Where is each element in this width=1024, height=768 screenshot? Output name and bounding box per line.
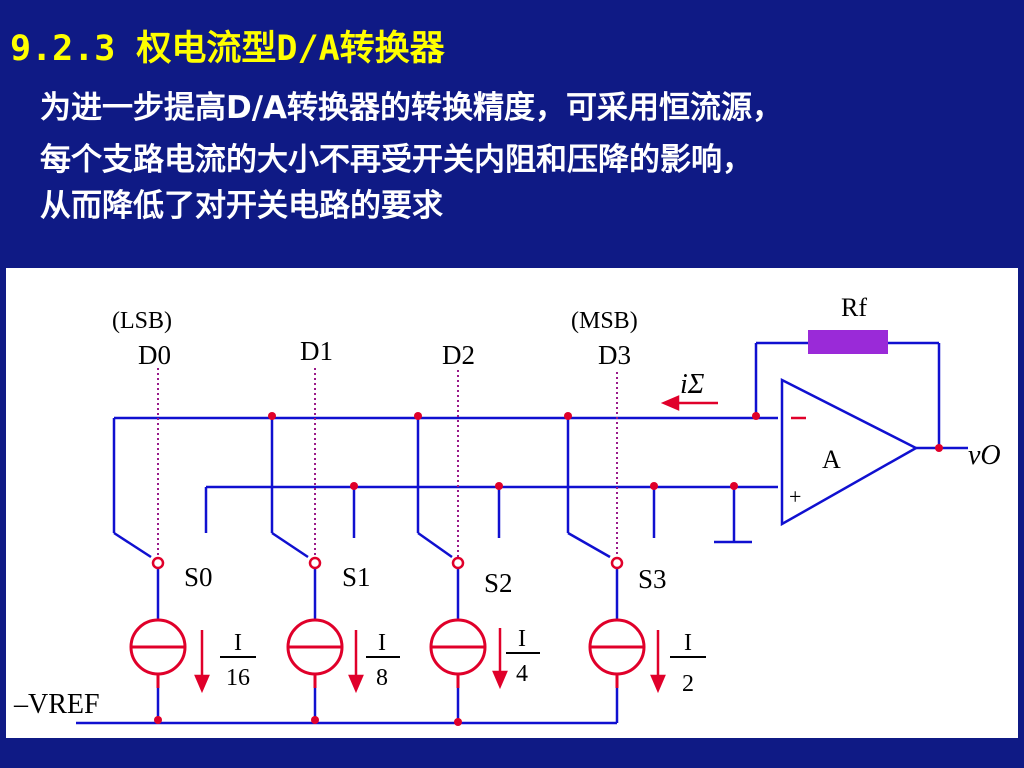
current-2-den: 4 <box>516 661 528 687</box>
vref-label: –VREF <box>13 689 100 720</box>
current-sources <box>129 618 646 688</box>
current-2-num: I <box>518 626 526 652</box>
body-line-1: 为进一步提高D/A转换器的转换精度，可采用恒流源， <box>40 90 784 126</box>
bit-label-d2: D2 <box>442 340 475 370</box>
circuit-diagram-panel: (LSB) (MSB) D0 D1 D2 D3 Rf iΣ A + vO S0 … <box>6 268 1018 738</box>
switch-label-s3: S3 <box>638 564 667 594</box>
rf-label: Rf <box>841 293 867 322</box>
current-arrows <box>194 395 806 694</box>
current-0-num: I <box>234 630 242 656</box>
i-sigma-label: iΣ <box>680 369 705 400</box>
body-line-3: 从而降低了对开关电路的要求 <box>40 188 443 224</box>
switch-label-s1: S1 <box>342 562 371 592</box>
body-line-2: 每个支路电流的大小不再受开关内阻和压降的影响， <box>40 142 753 178</box>
switch-contacts <box>151 556 624 570</box>
wires <box>76 341 968 725</box>
current-3-den: 2 <box>682 671 694 697</box>
feedback-resistor <box>808 330 888 354</box>
circuit-diagram: (LSB) (MSB) D0 D1 D2 D3 Rf iΣ A + vO S0 … <box>13 293 1001 726</box>
junction-nodes <box>154 412 943 726</box>
vo-label: vO <box>968 440 1001 471</box>
msb-label: (MSB) <box>571 308 638 334</box>
current-1-num: I <box>378 630 386 656</box>
current-0-den: 16 <box>226 665 250 691</box>
current-1-den: 8 <box>376 665 388 691</box>
switch-label-s0: S0 <box>184 562 213 592</box>
current-3-num: I <box>684 630 692 656</box>
lsb-label: (LSB) <box>112 308 172 334</box>
bit-label-d0: D0 <box>138 340 171 370</box>
current-fractions: I 16 I 8 I 4 I 2 <box>220 626 706 697</box>
switch-label-s2: S2 <box>484 568 513 598</box>
control-lines <box>157 368 618 557</box>
plus-input-label: + <box>789 484 801 509</box>
bit-label-d1: D1 <box>300 336 333 366</box>
amp-label: A <box>822 445 841 474</box>
bit-label-d3: D3 <box>598 340 631 370</box>
slide-title: 9.2.3 权电流型D/A转换器 <box>10 29 445 69</box>
